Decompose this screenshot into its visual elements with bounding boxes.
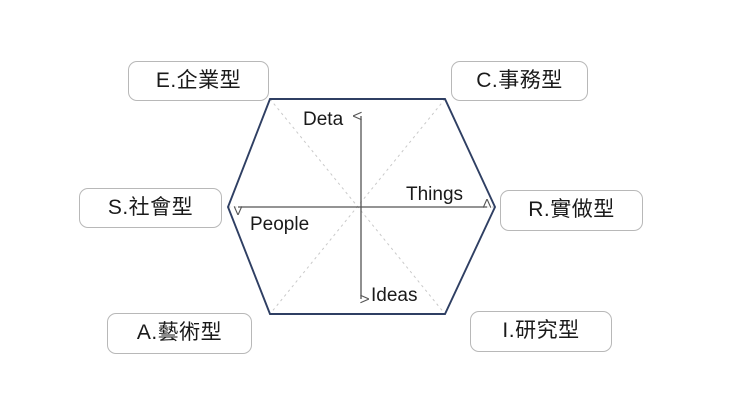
axis-label-left: People [250, 214, 310, 235]
type-box-realistic-label: R.實做型 [528, 198, 615, 221]
axis-label-bottom: Ideas [371, 285, 418, 306]
axis-label-top: Deta [303, 109, 344, 130]
hexagon-outline [226, 98, 497, 315]
type-box-conventional-label: C.事務型 [476, 68, 563, 92]
axis-label-right: Things [406, 184, 464, 205]
type-box-realistic[interactable]: R.實做型 [500, 190, 643, 231]
type-box-social[interactable]: S.社會型 [79, 188, 222, 228]
type-box-social-label: S.社會型 [107, 195, 194, 219]
type-box-conventional[interactable]: C.事務型 [451, 61, 588, 101]
type-box-investigative-label: I.研究型 [502, 319, 580, 342]
type-box-enterprising[interactable]: E.企業型 [128, 61, 269, 101]
type-box-investigative[interactable]: I.研究型 [470, 311, 612, 352]
type-box-artistic[interactable]: A.藝術型 [107, 313, 252, 354]
type-box-enterprising-label: E.企業型 [155, 68, 242, 92]
type-box-artistic-label: A.藝術型 [136, 321, 223, 344]
